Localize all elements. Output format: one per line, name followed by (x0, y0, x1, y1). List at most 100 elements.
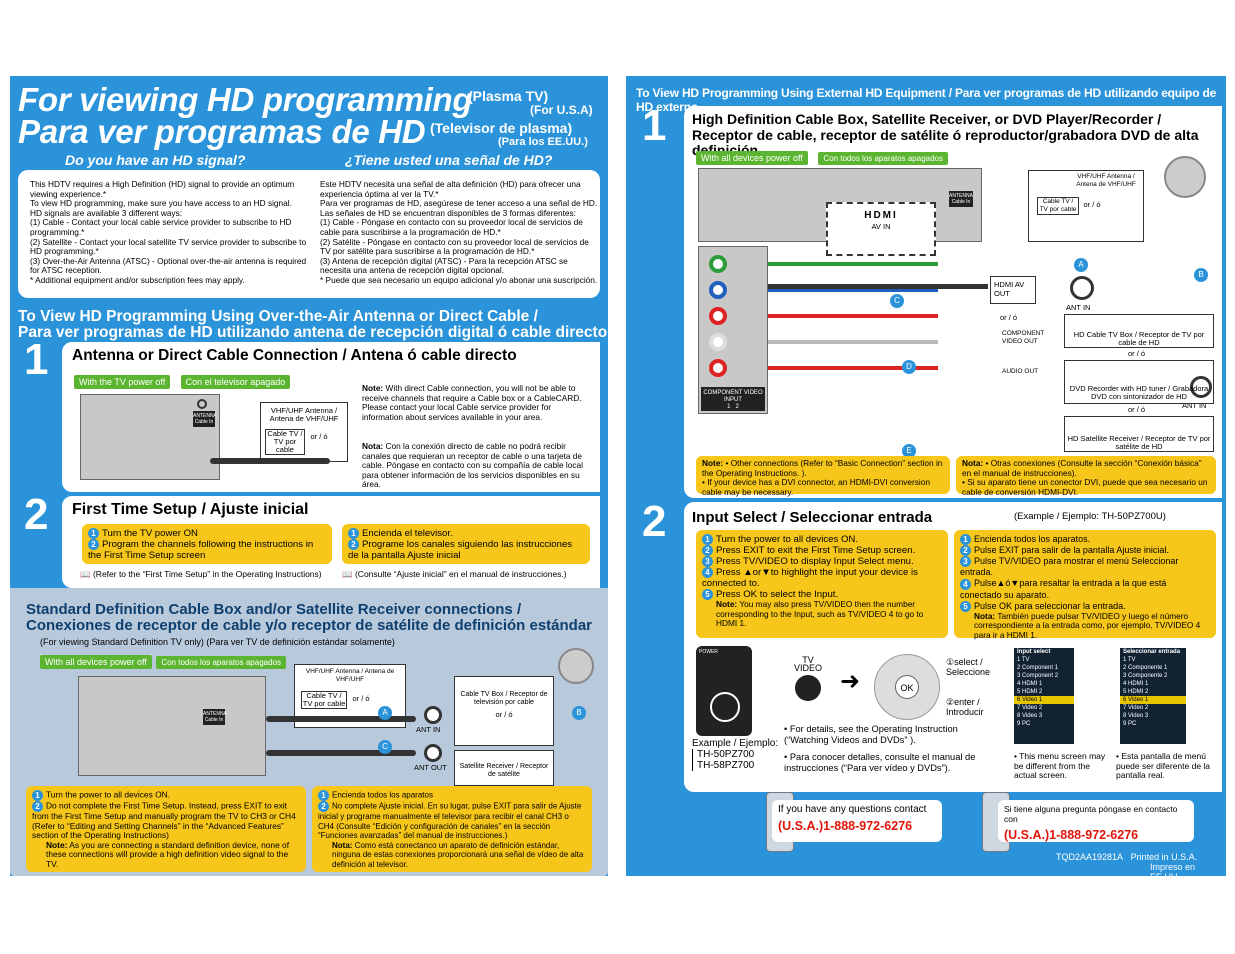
r-step1-title-en: High Definition Cable Box, Satellite Rec… (692, 111, 1162, 127)
cable-label-b: B (572, 706, 586, 720)
menu-title: Seleccionar entrada (1123, 649, 1181, 655)
menu-item[interactable]: 3 Component 2 (1017, 673, 1059, 679)
title-es: Para ver programas de HD (18, 113, 426, 150)
menu-item[interactable]: 6 Video 1 (1120, 696, 1186, 704)
step1-box: Antenna or Direct Cable Connection / Ant… (62, 342, 600, 492)
menu-item[interactable]: 9 PC (1017, 721, 1031, 727)
tv-video-button: TV VIDEO (788, 656, 828, 710)
dev-cablebox: HD Cable TV Box / Receptor de TV por cab… (1064, 314, 1214, 348)
intro-es-line-1: Para ver programas de HD, asegúrese de t… (320, 198, 598, 209)
sd-section: Standard Definition Cable Box and/or Sat… (10, 588, 608, 876)
tag-power-off-es: Con el televisor apagado (180, 375, 291, 389)
intro-es: Este HDTV necesita una señal de alta def… (320, 179, 598, 286)
sd-cablebox-box: Cable TV Box / Receptor de televisión po… (454, 676, 554, 746)
r-antenna-box: VHF/UHF Antenna / Antena de VHF/UHF Cabl… (1028, 170, 1144, 242)
r-ant-in-jack-2 (1190, 376, 1212, 398)
component-cables (768, 258, 948, 378)
cable-label-c: C (378, 740, 392, 754)
menu-item[interactable]: 6 Video 1 (1014, 696, 1074, 704)
r-cable-label-b: B (1194, 268, 1208, 282)
book-icon: 📖 (80, 569, 91, 579)
r-tag-es: Con todos los aparatos apagados (818, 152, 948, 165)
sd-ant-in-label: ANT IN (416, 725, 441, 734)
cable-label-a: A (378, 706, 392, 720)
ok-button: OK (895, 675, 919, 699)
menu-item[interactable]: 2 Componente 1 (1123, 665, 1168, 671)
r-ant-in-jack (1070, 276, 1094, 300)
menu-item[interactable]: 8 Video 3 (1017, 713, 1043, 719)
intro-en-line-6: * Additional equipment and/or subscripti… (30, 274, 245, 285)
book-icon: 📖 (342, 569, 353, 579)
step2-number: 2 (24, 490, 49, 539)
or-label: or / ó (310, 432, 328, 441)
step2-ref-es: 📖 (Consulte “Ajuste inicial” en el manua… (342, 569, 567, 579)
sd-subheading: (For viewing Standard Definition TV only… (40, 637, 395, 647)
menu-item[interactable]: 7 Video 2 (1123, 705, 1149, 711)
dev-dvd-recorder: DVD Recorder with HD tuner / Grabadora D… (1064, 360, 1214, 404)
r-antenna-cable-in: ANTENNA Cable In (949, 191, 973, 207)
r-ant-in-label: ANT IN (1066, 303, 1091, 312)
intro-es-line-2: Las señales de HD se encuentran disponib… (320, 207, 576, 218)
audio-out-label: AUDIO OUT (1002, 368, 1039, 375)
intro-es-line-0: Este HDTV necesita una señal de alta def… (320, 179, 581, 199)
sd-tag-en: With all devices power off (40, 655, 152, 669)
step1-note: Note: With direct Cable connection, you … (362, 383, 582, 422)
sd-tv-back-panel: ANTENNA Cable In (78, 676, 266, 776)
menu-item[interactable]: 9 PC (1123, 721, 1137, 727)
printed-es: Impreso en EE.UU. (1150, 862, 1196, 882)
sd-cablebox-label: Cable TV Box / Receptor de televisión po… (460, 691, 548, 706)
menu-item[interactable]: 8 Video 3 (1123, 713, 1149, 719)
intro-es-line-6: * Puede que sea necesario un equipo adic… (320, 274, 598, 285)
question-en: Do you have an HD signal? (65, 152, 246, 168)
intro-en-line-4: (2) Satellite - Contact your local satel… (30, 236, 307, 257)
details-en: • For details, see the Operating Instruc… (784, 724, 958, 745)
antenna-jack (197, 399, 207, 409)
right-page: To View HD Programming Using External HD… (626, 76, 1226, 882)
hdmi-logo: HDMI (864, 210, 898, 221)
intro-en: This HDTV requires a High Definition (HD… (30, 179, 312, 286)
step1-title: Antenna or Direct Cable Connection / Ant… (72, 347, 517, 364)
menu-item[interactable]: 4 HDMI 1 (1123, 681, 1149, 687)
contact-en-box: If you have any questions contact (U.S.A… (772, 800, 942, 842)
menu-item[interactable]: 4 HDMI 1 (1017, 681, 1043, 687)
menu-item[interactable]: 7 Video 2 (1017, 705, 1043, 711)
r-tag-en: With all devices power off (696, 151, 808, 165)
step2-ref-en: 📖 (Refer to the “First Time Setup” in th… (80, 569, 322, 579)
jack-pr (709, 307, 727, 325)
tv-back-panel: ANTENNA Cable In (80, 394, 220, 480)
menu-item[interactable]: 2 Component 1 (1017, 665, 1059, 671)
jack-l (709, 333, 727, 351)
contact-es: Si tiene alguna pregunta póngase en cont… (1004, 804, 1178, 824)
menu-item[interactable]: 1 TV (1123, 657, 1136, 663)
sd-cable-c (266, 750, 416, 756)
menu-item[interactable]: 3 Componente 2 (1123, 673, 1168, 679)
menu-note-es: • Esta pantalla de menú puede ser difere… (1116, 751, 1211, 781)
dev-satellite: HD Satellite Receiver / Receptor de TV p… (1064, 416, 1214, 452)
menu-title: Input select (1017, 649, 1051, 655)
example-models: Example / Ejemplo: TH-50PZ700 TH-58PZ700 (692, 738, 779, 771)
right-heading: To View HD Programming Using External HD… (636, 86, 1217, 114)
menu-note-en: • This menu screen may be different from… (1014, 751, 1106, 781)
menu-item[interactable]: 5 HDMI 2 (1017, 689, 1043, 695)
sd-cable-label: Cable TV / TV por cable (301, 691, 347, 709)
contact-en: If you have any questions contact (778, 804, 927, 815)
sd-antenna-cable-in: ANTENNA Cable In (203, 709, 227, 725)
title-en-suffix: (Plasma TV) (468, 88, 549, 104)
phone-en: (U.S.A.)1-888-972-6276 (778, 819, 913, 833)
menu-item[interactable]: 1 TV (1017, 657, 1030, 663)
input-select-menu-es: Seleccionar entrada 1 TV 2 Componente 1 3 C… (1120, 648, 1186, 744)
title-es-suffix: (Televisor de plasma) (430, 120, 573, 136)
r-note-en: Note: • Other connections (Refer to “Bas… (696, 456, 950, 496)
hdmi-cable (768, 284, 988, 289)
intro-en-line-3: (1) Cable - Contact your local cable ser… (30, 217, 292, 237)
r-step2-number: 2 (642, 497, 667, 546)
remote-dpad (710, 692, 740, 722)
menu-item[interactable]: 5 HDMI 2 (1123, 689, 1149, 695)
r-cable-label-d: D (902, 360, 916, 374)
sd-or: or / ó (352, 694, 370, 703)
r-step1-box: High Definition Cable Box, Satellite Rec… (684, 106, 1222, 498)
